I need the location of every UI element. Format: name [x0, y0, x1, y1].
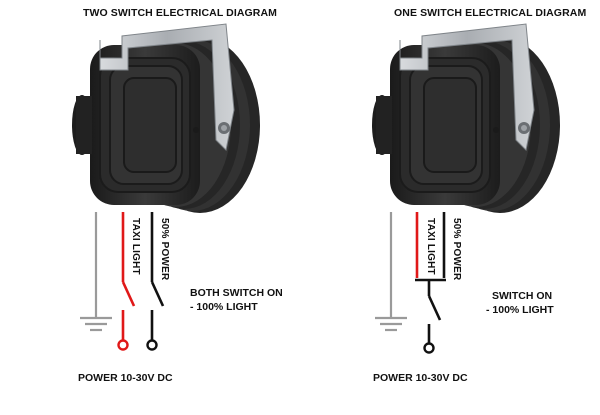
lamp-illustration-right	[372, 23, 560, 213]
two-switch-title: TWO SWITCH ELECTRICAL DIAGRAM	[83, 7, 278, 19]
taxi-light-terminal	[117, 339, 129, 351]
one-switch-schematic	[372, 23, 560, 354]
lamp-face	[423, 77, 477, 173]
lamp-body-screw	[493, 127, 499, 133]
supply-voltage-label: POWER 10-30V DC	[78, 372, 173, 384]
lamp-bracket	[99, 23, 235, 152]
supply-voltage-label: POWER 10-30V DC	[373, 372, 468, 384]
taxi-light-wire-label: TAXI LIGHT	[130, 218, 141, 275]
status-line-1: BOTH SWITCH ON	[190, 287, 283, 299]
lamp-body-screw	[193, 127, 199, 133]
two-switch-diagram: TWO SWITCH ELECTRICAL DIAGRAM	[72, 7, 283, 384]
lamp-illustration-left	[72, 23, 260, 213]
lamp-bracket	[399, 23, 535, 152]
one-switch-title: ONE SWITCH ELECTRICAL DIAGRAM	[394, 7, 587, 19]
power-switch	[150, 281, 165, 307]
ground-symbol	[80, 316, 112, 332]
one-switch-diagram: ONE SWITCH ELECTRICAL DIAGRAM	[300, 0, 600, 415]
power-wire-label: 50% POWER	[159, 218, 170, 281]
status-line-1: SWITCH ON	[492, 290, 553, 302]
lamp-bracket-bolt	[521, 125, 527, 131]
taxi-light-wire-label: TAXI LIGHT	[425, 218, 436, 275]
lamp-lens	[76, 96, 92, 154]
lamp-bracket-bolt	[221, 125, 227, 131]
single-switch	[427, 295, 442, 321]
lamp-lens	[376, 96, 392, 154]
status-line-2: - 100% LIGHT	[486, 304, 554, 316]
status-line-2: - 100% LIGHT	[190, 301, 258, 313]
power-wire-label: 50% POWER	[451, 218, 462, 281]
power-terminal	[146, 339, 158, 351]
power-terminal	[423, 342, 435, 354]
two-switch-schematic	[72, 23, 260, 351]
taxi-light-switch	[121, 281, 136, 307]
lamp-face	[123, 77, 177, 173]
ground-symbol	[375, 316, 407, 332]
